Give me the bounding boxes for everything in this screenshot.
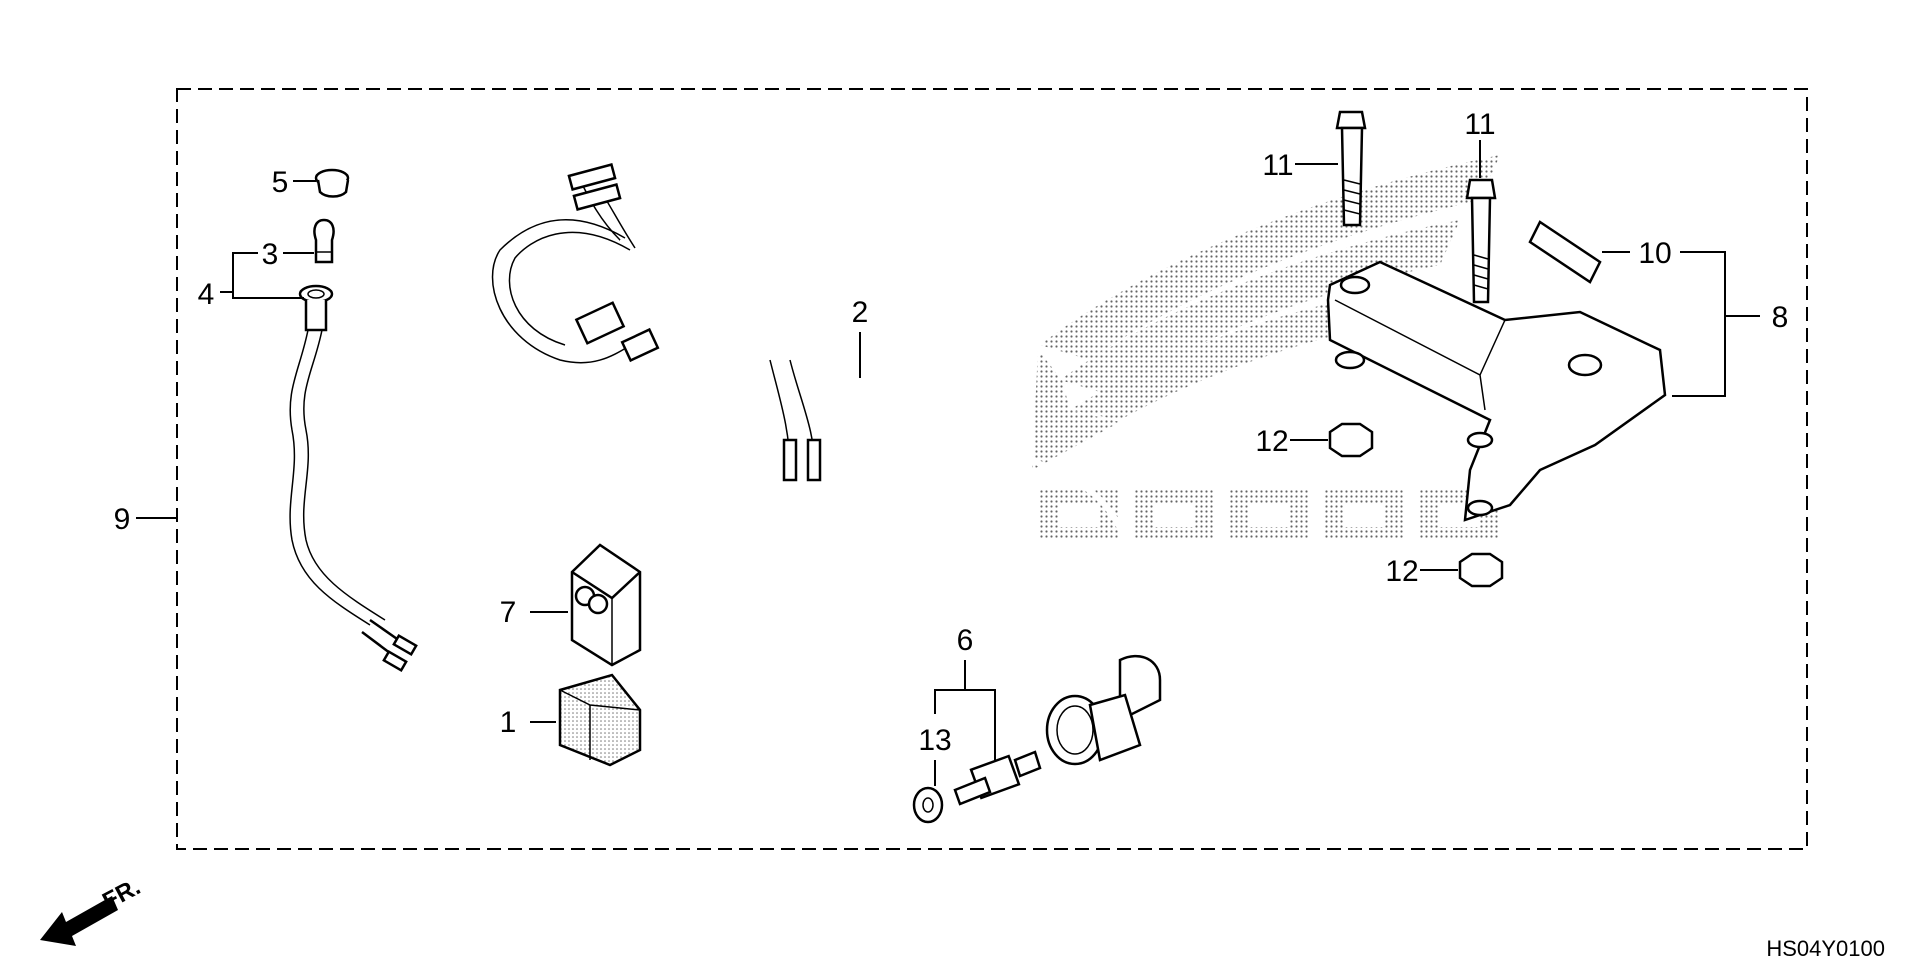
part-8-bracket[interactable] — [1326, 260, 1667, 522]
callout-4[interactable]: 4 — [198, 278, 215, 311]
part-6-sensor[interactable] — [953, 750, 1042, 806]
part-13-washer[interactable] — [912, 786, 944, 824]
callout-13[interactable]: 13 — [918, 724, 951, 757]
part-5-cap[interactable] — [314, 168, 350, 198]
callout-7[interactable]: 7 — [500, 596, 517, 629]
callout-8[interactable]: 8 — [1772, 301, 1789, 334]
part-3-bulb[interactable] — [313, 218, 335, 264]
diagram-code: HS04Y0100 — [1766, 936, 1885, 960]
front-direction-arrow: FR. — [40, 873, 145, 946]
assembly-frame — [176, 88, 1808, 850]
part-7-relay[interactable] — [570, 543, 642, 667]
part-2-harness[interactable] — [491, 163, 1162, 766]
callout-5[interactable]: 5 — [272, 166, 289, 199]
callout-10[interactable]: 10 — [1638, 237, 1671, 270]
part-11-bolt-a[interactable] — [1335, 110, 1367, 227]
callout-12b[interactable]: 12 — [1385, 555, 1418, 588]
part-9-socket-cable[interactable] — [289, 329, 418, 673]
callout-11b[interactable]: 11 — [1464, 108, 1495, 141]
part-1-boot[interactable] — [558, 673, 642, 767]
part-4-socket[interactable] — [298, 284, 334, 332]
callout-6[interactable]: 6 — [957, 624, 974, 657]
callout-2[interactable]: 2 — [852, 296, 869, 329]
callout-3[interactable]: 3 — [262, 238, 279, 271]
honda-letters-watermark — [1040, 490, 1500, 540]
honda-wing-watermark — [1032, 155, 1500, 540]
part-12-nut-a[interactable] — [1328, 422, 1374, 458]
callout-1[interactable]: 1 — [500, 706, 517, 739]
part-12-nut-b[interactable] — [1458, 552, 1504, 588]
callout-12a[interactable]: 12 — [1255, 425, 1288, 458]
callout-9[interactable]: 9 — [114, 503, 131, 536]
callout-11a[interactable]: 11 — [1262, 149, 1293, 182]
part-11-bolt-b[interactable] — [1465, 178, 1497, 304]
part-10-label[interactable] — [1528, 220, 1602, 284]
